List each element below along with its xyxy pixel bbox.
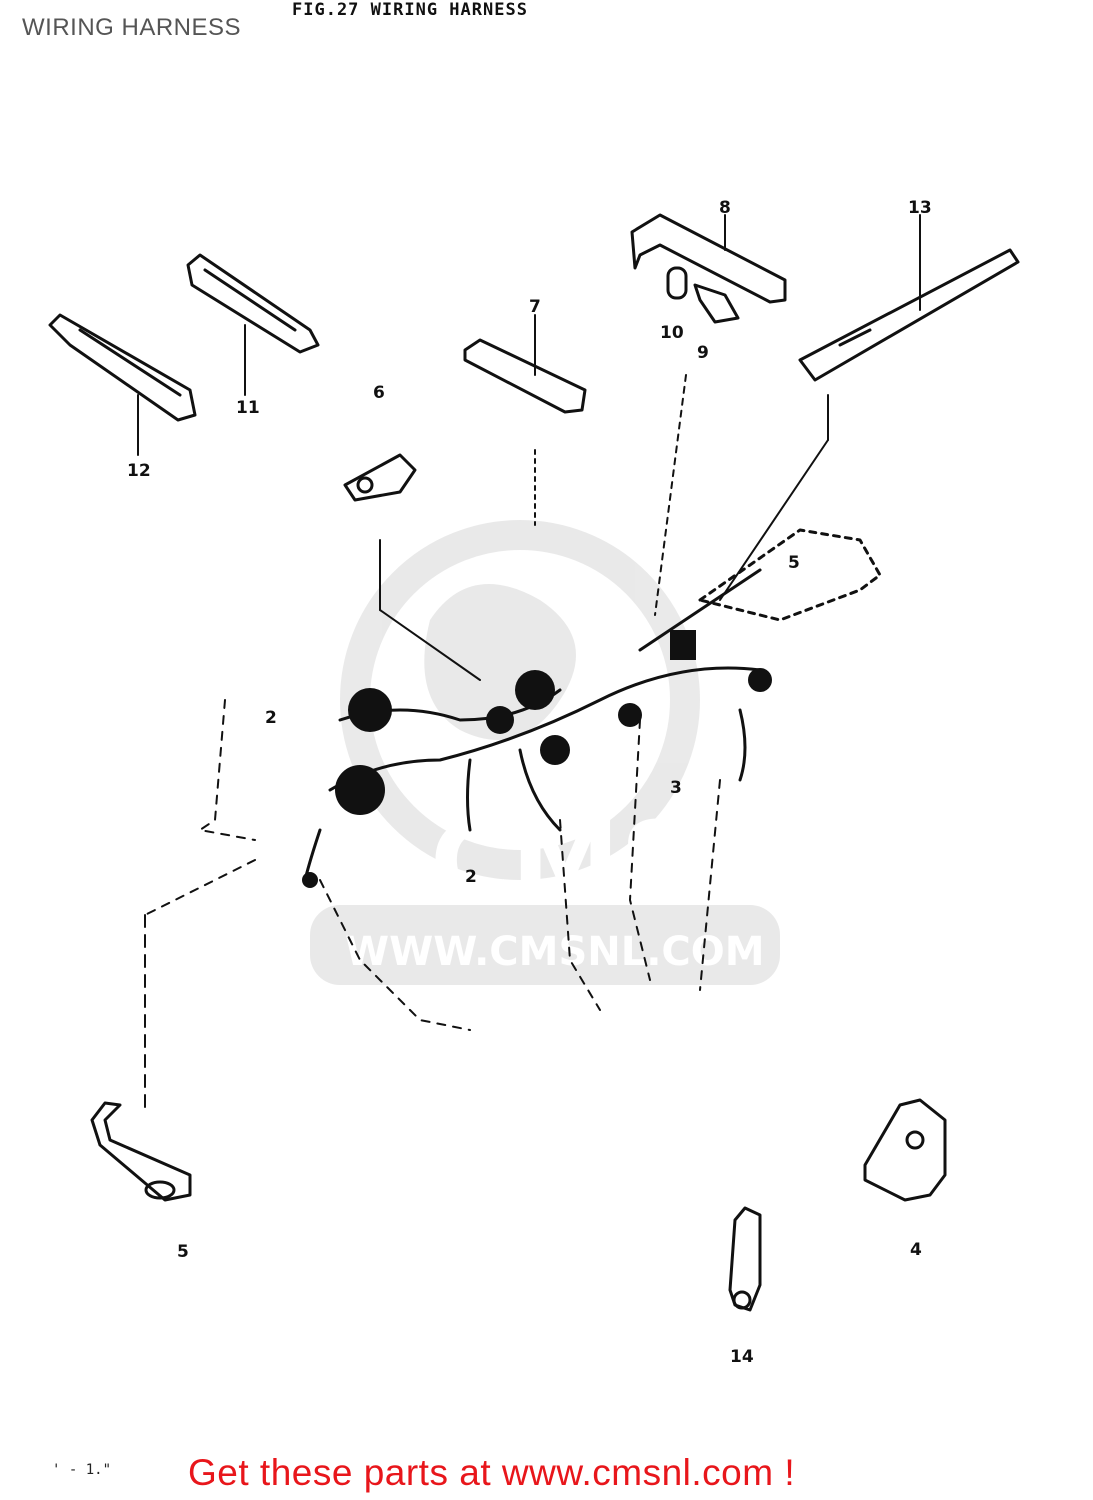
- cmsnl-parts-link[interactable]: Get these parts at www.cmsnl.com !: [188, 1452, 796, 1493]
- watermark-url: WWW.CMSNL.COM: [345, 929, 765, 975]
- part-5-clamp: [90, 1101, 192, 1202]
- callout-labels: 2 2 3 4 5 5 6 7 8 9 10 11 12 13 14: [127, 198, 932, 1367]
- harness-connectors: [302, 630, 772, 888]
- part-7-sleeve: [463, 338, 587, 414]
- watermark-brand: CMS: [430, 798, 699, 926]
- part-14-clip: [728, 1206, 762, 1312]
- cms-watermark: CMS WWW.CMSNL.COM: [310, 520, 780, 985]
- callout-6: 6: [373, 383, 385, 403]
- callout-7: 7: [529, 297, 541, 317]
- callout-13: 13: [908, 198, 932, 218]
- callout-2-upper: 2: [265, 708, 277, 728]
- callout-5-lower: 5: [177, 1242, 189, 1262]
- callout-2-lower: 2: [465, 867, 477, 887]
- callout-8: 8: [719, 198, 731, 218]
- callout-5-upper: 5: [788, 553, 800, 573]
- part-13-strap: [798, 248, 1020, 382]
- callout-3: 3: [670, 778, 682, 798]
- page-number: ' - 1.": [52, 1462, 112, 1478]
- part-12-sleeve: [48, 313, 197, 422]
- callout-9: 9: [697, 343, 709, 363]
- part-4-bracket: [863, 1098, 947, 1202]
- callout-4: 4: [910, 1240, 922, 1260]
- callout-14: 14: [730, 1347, 754, 1367]
- figure-caption: FIG.27 WIRING HARNESS: [292, 0, 528, 20]
- callout-11: 11: [236, 398, 260, 418]
- part-8-bracket: [630, 213, 787, 324]
- frame-outline: [144, 699, 721, 1031]
- part-11-sleeve: [186, 253, 320, 354]
- callout-10: 10: [660, 323, 684, 343]
- callout-12: 12: [127, 461, 151, 481]
- part-6-clip: [343, 453, 417, 502]
- page-title: WIRING HARNESS: [22, 14, 242, 41]
